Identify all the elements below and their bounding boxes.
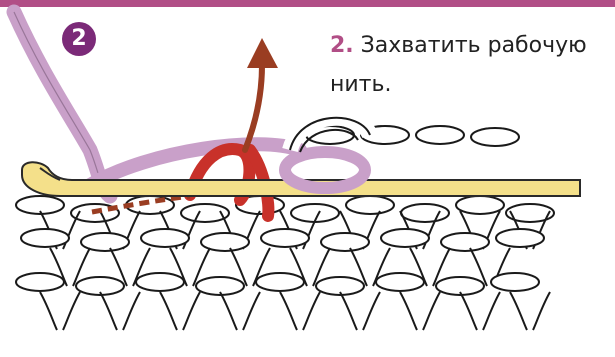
purple-loop-on-hook bbox=[285, 152, 365, 188]
